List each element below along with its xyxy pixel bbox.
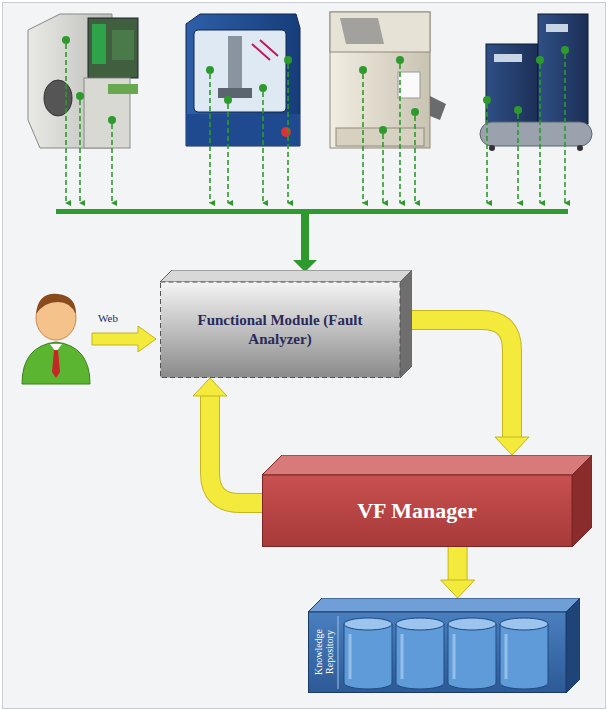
sensor-taps bbox=[62, 36, 569, 203]
machine-sorter bbox=[28, 14, 138, 148]
machine-unit bbox=[330, 12, 446, 148]
module-box: Functional Module (Fault Analyzer) bbox=[160, 270, 412, 378]
user-icon bbox=[22, 294, 90, 384]
bus-feed bbox=[301, 212, 309, 262]
machine-compressor bbox=[480, 14, 592, 151]
module-title: Functional Module (Fault Analyzer) bbox=[170, 311, 390, 349]
data-bus bbox=[56, 209, 568, 214]
repository-title: Knowledge Repository bbox=[313, 615, 335, 689]
machine-cabinet bbox=[186, 14, 300, 146]
flow-arrow bbox=[412, 320, 529, 455]
repository-box: Knowledge Repository bbox=[308, 598, 580, 693]
manager-title: VF Manager bbox=[272, 498, 562, 524]
flow-arrow bbox=[441, 547, 475, 598]
flow-arrow bbox=[193, 378, 262, 503]
link-label: Web bbox=[98, 312, 118, 324]
manager-box: VF Manager bbox=[262, 455, 592, 547]
box-shape bbox=[308, 598, 580, 693]
web-arrow bbox=[92, 326, 156, 352]
